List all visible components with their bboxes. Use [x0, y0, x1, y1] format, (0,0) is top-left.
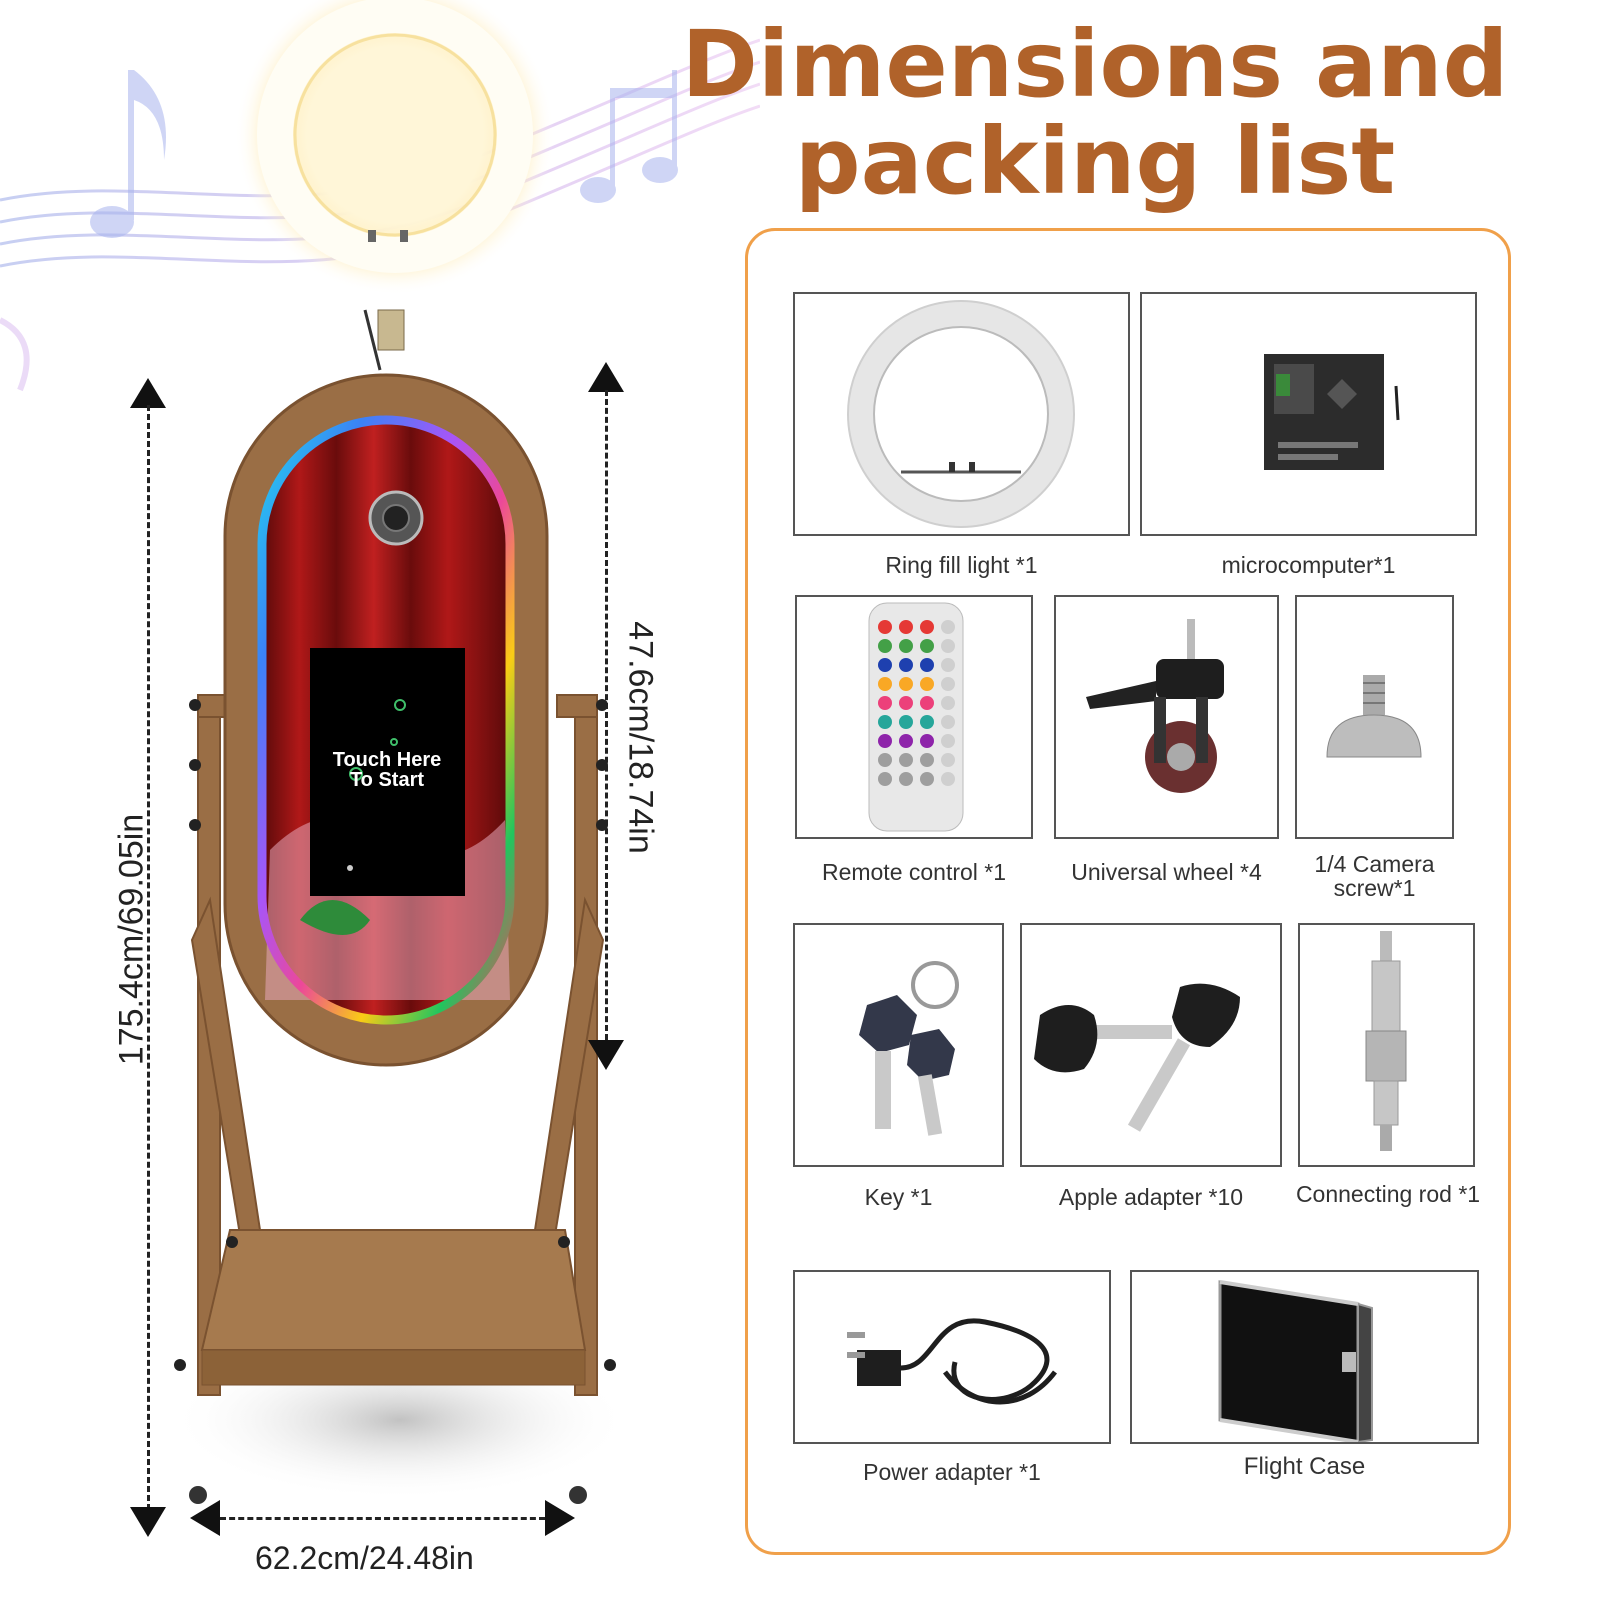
width-dimension-label: 62.2cm/24.48in — [255, 1540, 474, 1576]
camera-screw-caption-line2: screw*1 — [1333, 875, 1416, 901]
connecting-rod-caption: Connecting rod *1 — [1295, 1181, 1481, 1207]
remote-button-icon — [941, 658, 955, 672]
connecting-rod-icon — [1365, 931, 1407, 1151]
remote-button-icon — [920, 715, 934, 729]
remote-button-icon — [899, 734, 913, 748]
microcomputer-icon — [1264, 354, 1400, 470]
remote-button-icon — [920, 620, 934, 634]
ring-light-item — [793, 292, 1130, 536]
remote-button-icon — [941, 639, 955, 653]
camera-screw-icon — [1326, 675, 1422, 758]
universal-wheel-item — [1054, 595, 1279, 839]
screen-text-line2: To Start — [349, 769, 425, 791]
remote-button-icon — [941, 753, 955, 767]
remote-button-icon — [920, 639, 934, 653]
key-caption: Key *1 — [864, 1184, 933, 1210]
flight-case-caption: Flight Case — [1243, 1453, 1366, 1480]
remote-button-icon — [920, 734, 934, 748]
remote-button-icon — [899, 753, 913, 767]
universal-wheel-icon — [1086, 619, 1224, 793]
key-item — [793, 923, 1004, 1167]
mirror-height-arrow-bottom-icon — [588, 1040, 624, 1070]
ring-light-illustration — [235, 0, 555, 295]
remote-button-icon — [878, 658, 892, 672]
page-title-line2: packing list — [794, 108, 1396, 215]
remote-button-icon — [941, 715, 955, 729]
width-dimension-line — [220, 1517, 545, 1520]
height-arrow-top-icon — [130, 378, 166, 408]
width-arrow-left-icon — [190, 1500, 220, 1536]
apple-adapter-icon — [1034, 983, 1240, 1132]
remote-button-icon — [920, 772, 934, 786]
camera-screw-caption-line1: 1/4 Camera — [1314, 851, 1435, 877]
apple-adapter-caption: Apple adapter *10 — [1058, 1184, 1244, 1210]
remote-button-icon — [941, 734, 955, 748]
mirror-height-dimension-label: 47.6cm/18.74in — [621, 621, 660, 854]
photo-booth-illustration — [170, 309, 630, 1504]
remote-button-icon — [920, 753, 934, 767]
height-arrow-bottom-icon — [130, 1507, 166, 1537]
remote-button-icon — [941, 620, 955, 634]
power-adapter-caption: Power adapter *1 — [863, 1459, 1041, 1485]
remote-button-icon — [878, 753, 892, 767]
universal-wheel-caption: Universal wheel *4 — [1071, 859, 1262, 885]
microcomputer-caption: microcomputer*1 — [1221, 552, 1396, 578]
power-adapter-icon — [847, 1318, 1057, 1405]
remote-button-icon — [899, 658, 913, 672]
remote-button-icon — [878, 620, 892, 634]
remote-control-item — [795, 595, 1033, 839]
remote-button-icon — [878, 696, 892, 710]
mirror-height-dimension-line — [605, 390, 608, 1040]
remote-button-icon — [941, 677, 955, 691]
remote-button-icon — [878, 772, 892, 786]
screen-text-line1: Touch Here — [332, 749, 442, 771]
remote-button-icon — [899, 620, 913, 634]
key-icon — [859, 961, 959, 1136]
remote-button-icon — [920, 677, 934, 691]
remote-button-icon — [899, 772, 913, 786]
microcomputer-item — [1140, 292, 1477, 536]
remote-button-icon — [941, 772, 955, 786]
booth-screen-text: Touch Here To Start — [312, 750, 462, 790]
apple-adapter-item — [1020, 923, 1282, 1167]
remote-button-icon — [899, 715, 913, 729]
remote-button-icon — [899, 677, 913, 691]
ring-light-icon — [847, 300, 1075, 528]
remote-button-icon — [920, 658, 934, 672]
remote-control-caption: Remote control *1 — [821, 859, 1007, 885]
remote-button-icon — [878, 677, 892, 691]
remote-button-icon — [878, 734, 892, 748]
power-adapter-item — [793, 1270, 1111, 1444]
connecting-rod-item — [1298, 923, 1475, 1167]
remote-button-icon — [899, 696, 913, 710]
flight-case-item — [1130, 1270, 1479, 1444]
camera-screw-caption: 1/4 Camera screw*1 — [1295, 852, 1454, 900]
height-dimension-label: 175.4cm/69.05in — [112, 813, 151, 1066]
flight-case-icon — [1218, 1280, 1373, 1442]
remote-button-icon — [899, 639, 913, 653]
remote-button-icon — [920, 696, 934, 710]
mirror-height-arrow-top-icon — [588, 362, 624, 392]
remote-button-icon — [878, 715, 892, 729]
height-dimension-line — [147, 405, 150, 1510]
width-arrow-right-icon — [545, 1500, 575, 1536]
page-title-line1: Dimensions and — [681, 11, 1509, 118]
remote-control-icon — [868, 602, 964, 832]
camera-screw-item — [1295, 595, 1454, 839]
remote-button-icon — [941, 696, 955, 710]
remote-button-icon — [878, 639, 892, 653]
ring-light-caption: Ring fill light *1 — [885, 552, 1038, 578]
